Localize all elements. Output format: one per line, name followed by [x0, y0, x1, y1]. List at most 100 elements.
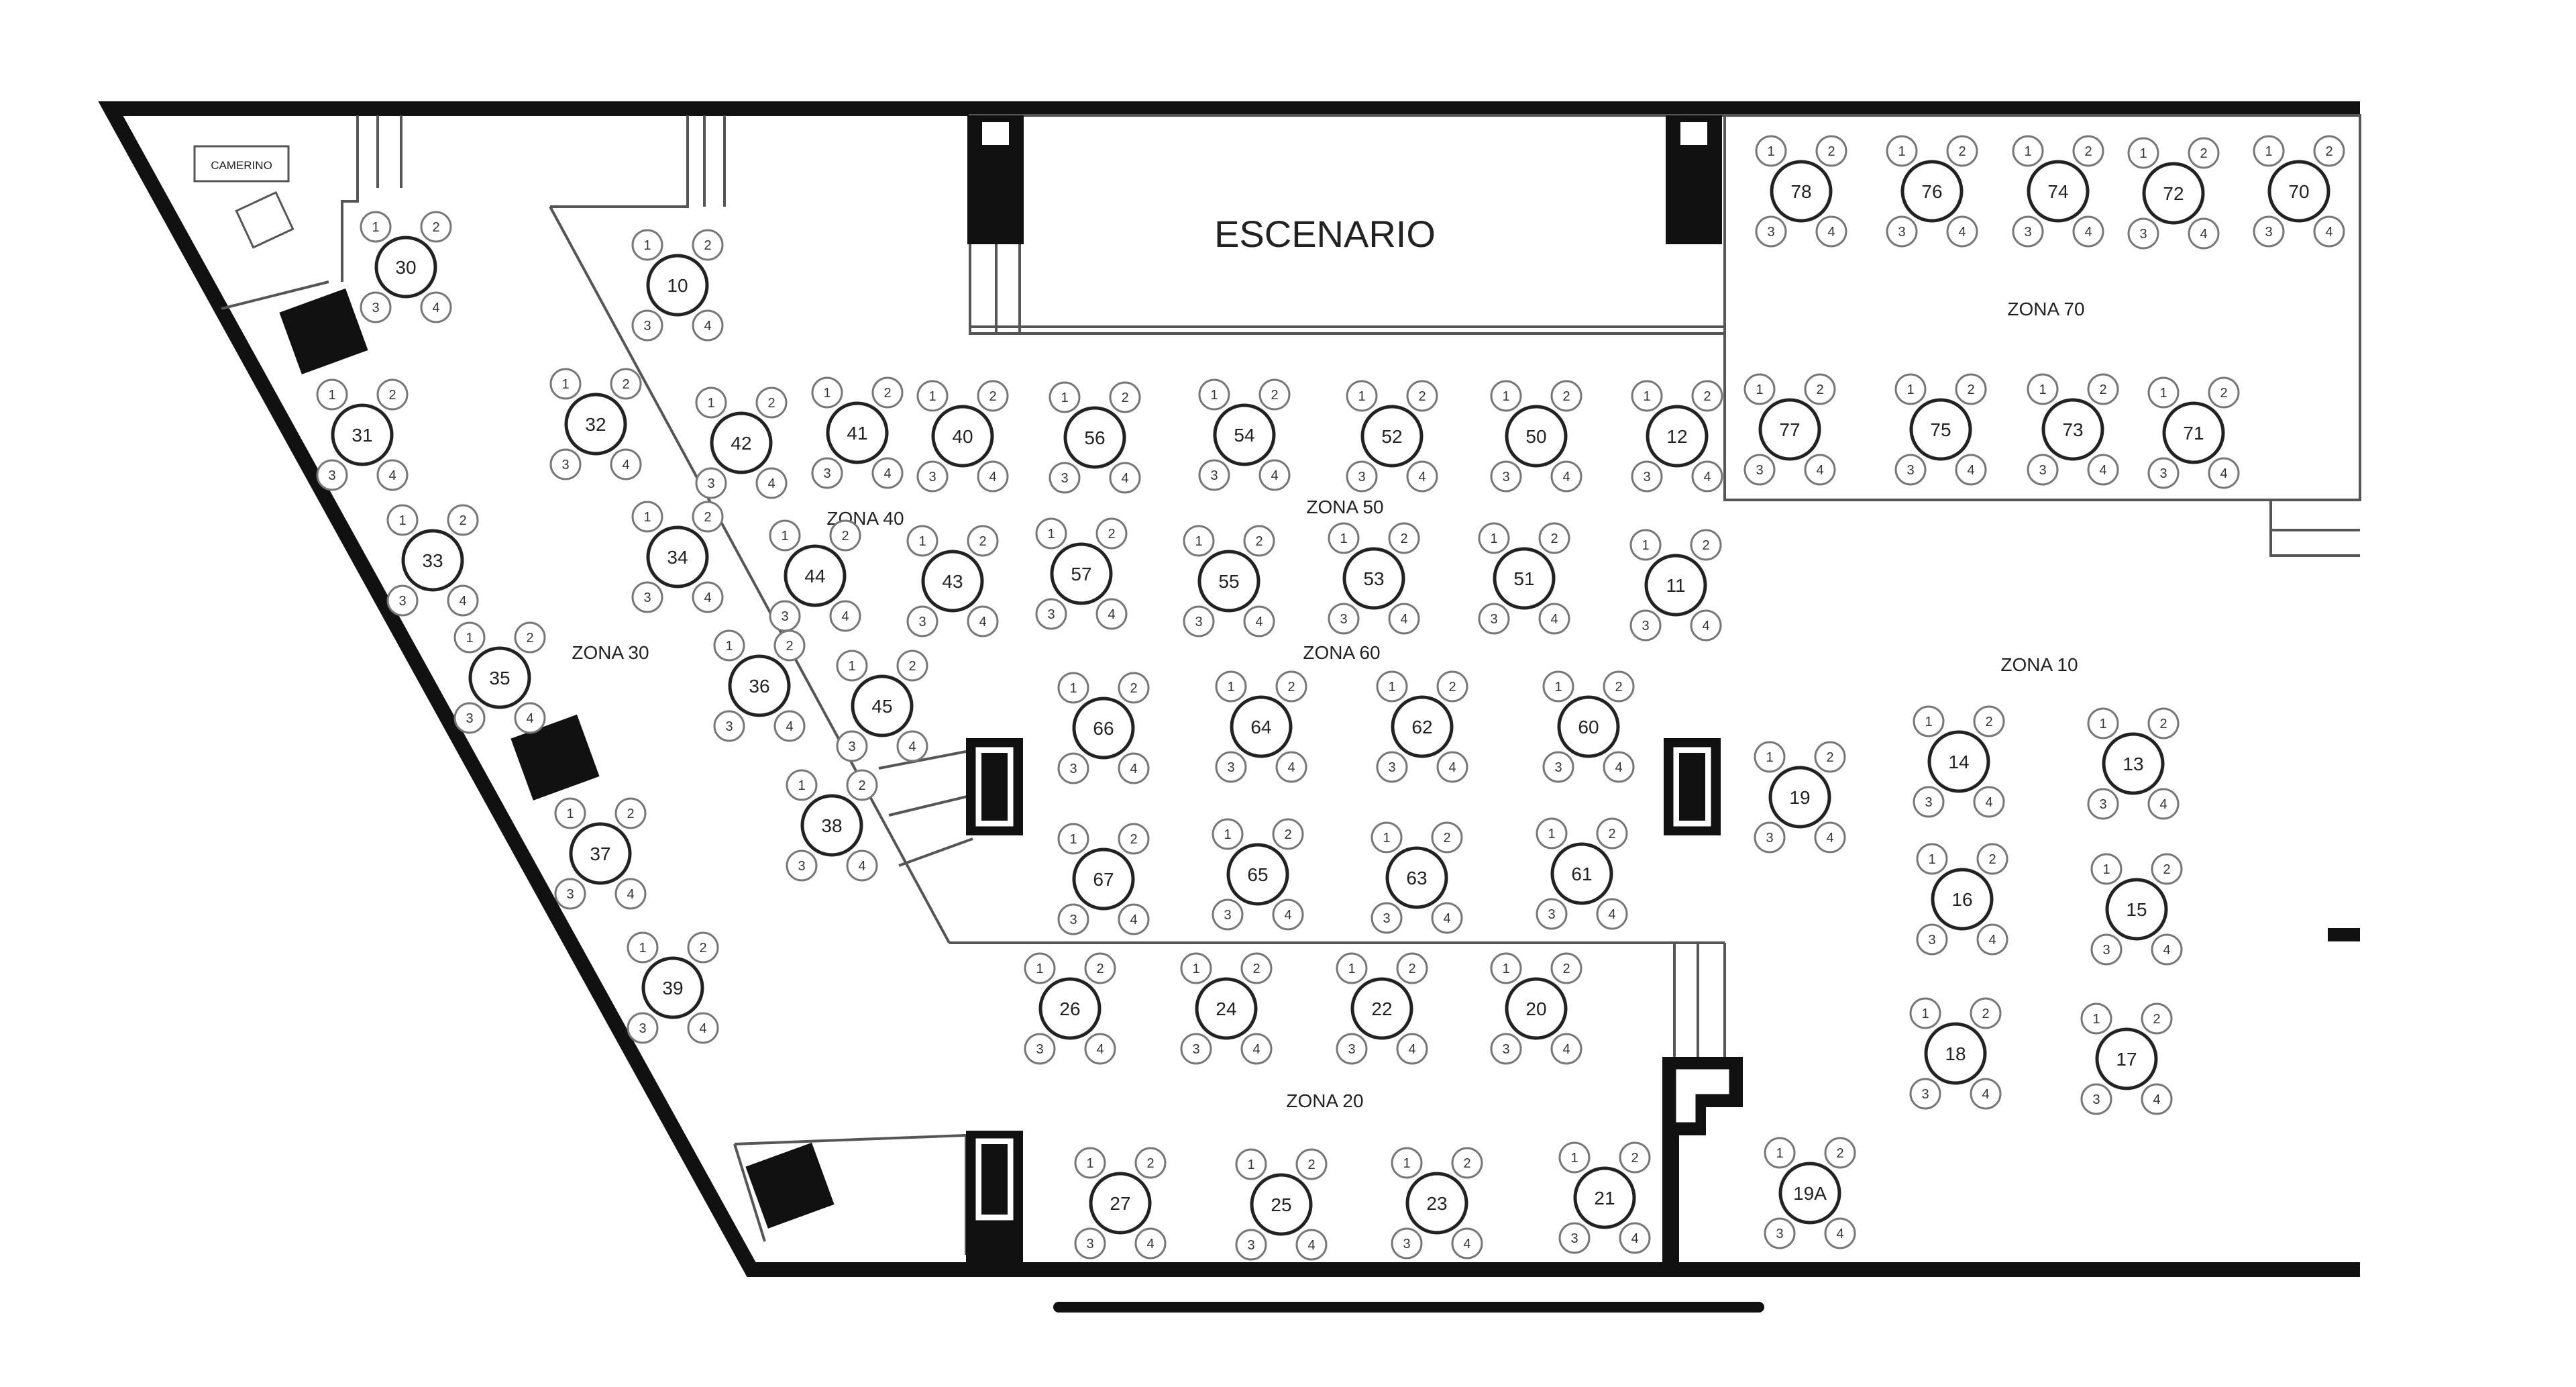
- chair[interactable]: [1336, 952, 1368, 984]
- chair[interactable]: [1074, 1227, 1106, 1260]
- chair[interactable]: [627, 1012, 659, 1044]
- chair[interactable]: [1754, 741, 1786, 773]
- chair[interactable]: [1198, 378, 1230, 411]
- chair[interactable]: [916, 380, 949, 412]
- chair[interactable]: [554, 878, 586, 910]
- table[interactable]: [1644, 554, 1707, 617]
- chair[interactable]: [1743, 454, 1776, 486]
- chair[interactable]: [1406, 460, 1438, 493]
- chair[interactable]: [977, 380, 1009, 412]
- chair[interactable]: [906, 605, 938, 637]
- chair[interactable]: [1755, 215, 1787, 248]
- chair[interactable]: [1406, 380, 1438, 412]
- chair[interactable]: [447, 504, 479, 536]
- table[interactable]: [710, 411, 773, 474]
- chair[interactable]: [1815, 135, 1847, 167]
- chair[interactable]: [514, 702, 546, 734]
- chair[interactable]: [1629, 609, 1662, 641]
- chair[interactable]: [1973, 705, 2005, 737]
- chair[interactable]: [773, 710, 806, 742]
- chair[interactable]: [2087, 788, 2119, 820]
- chair[interactable]: [769, 519, 801, 552]
- chair[interactable]: [916, 460, 949, 493]
- chair[interactable]: [896, 730, 928, 762]
- chair[interactable]: [386, 584, 419, 617]
- chair[interactable]: [1212, 818, 1244, 850]
- chair[interactable]: [2147, 376, 2180, 409]
- table[interactable]: [1550, 842, 1613, 905]
- table[interactable]: [2162, 401, 2225, 464]
- table[interactable]: [1072, 847, 1135, 911]
- chair[interactable]: [811, 376, 843, 409]
- chair[interactable]: [786, 850, 818, 882]
- chair[interactable]: [1764, 1137, 1796, 1169]
- chair[interactable]: [871, 376, 904, 409]
- table[interactable]: [851, 674, 914, 737]
- chair[interactable]: [1391, 1147, 1423, 1179]
- chair[interactable]: [1371, 902, 1403, 934]
- chair[interactable]: [713, 710, 745, 742]
- chair[interactable]: [627, 931, 659, 964]
- chair[interactable]: [1550, 460, 1582, 493]
- chair[interactable]: [1376, 751, 1408, 783]
- table[interactable]: [1213, 403, 1276, 466]
- chair[interactable]: [1536, 817, 1568, 850]
- chair[interactable]: [316, 378, 348, 411]
- table[interactable]: [1405, 1172, 1468, 1235]
- chair[interactable]: [1946, 135, 1978, 167]
- chair[interactable]: [614, 878, 647, 910]
- chair[interactable]: [631, 229, 663, 261]
- table[interactable]: [1050, 542, 1113, 605]
- chair[interactable]: [1690, 529, 1722, 561]
- chair[interactable]: [1057, 903, 1089, 935]
- table[interactable]: [1063, 406, 1126, 469]
- table[interactable]: [401, 529, 464, 592]
- chair[interactable]: [1109, 462, 1141, 494]
- table[interactable]: [1226, 843, 1289, 906]
- table[interactable]: [1931, 868, 1994, 931]
- chair[interactable]: [549, 448, 582, 480]
- chair[interactable]: [2012, 135, 2044, 167]
- chair[interactable]: [1035, 598, 1067, 630]
- chair[interactable]: [2188, 137, 2220, 169]
- chair[interactable]: [692, 581, 724, 613]
- chair[interactable]: [2090, 853, 2123, 885]
- chair[interactable]: [829, 519, 861, 552]
- chair[interactable]: [773, 629, 806, 662]
- chair[interactable]: [1095, 517, 1128, 550]
- table[interactable]: [1197, 550, 1260, 613]
- chair[interactable]: [1764, 1217, 1796, 1249]
- chair[interactable]: [2080, 1083, 2112, 1115]
- chair[interactable]: [1371, 821, 1403, 854]
- table[interactable]: [2041, 398, 2104, 461]
- chair[interactable]: [1057, 752, 1089, 784]
- chair[interactable]: [2087, 454, 2119, 486]
- chair[interactable]: [1973, 786, 2005, 818]
- chair[interactable]: [1376, 670, 1408, 703]
- chair[interactable]: [1024, 1033, 1056, 1065]
- chair[interactable]: [1596, 817, 1628, 850]
